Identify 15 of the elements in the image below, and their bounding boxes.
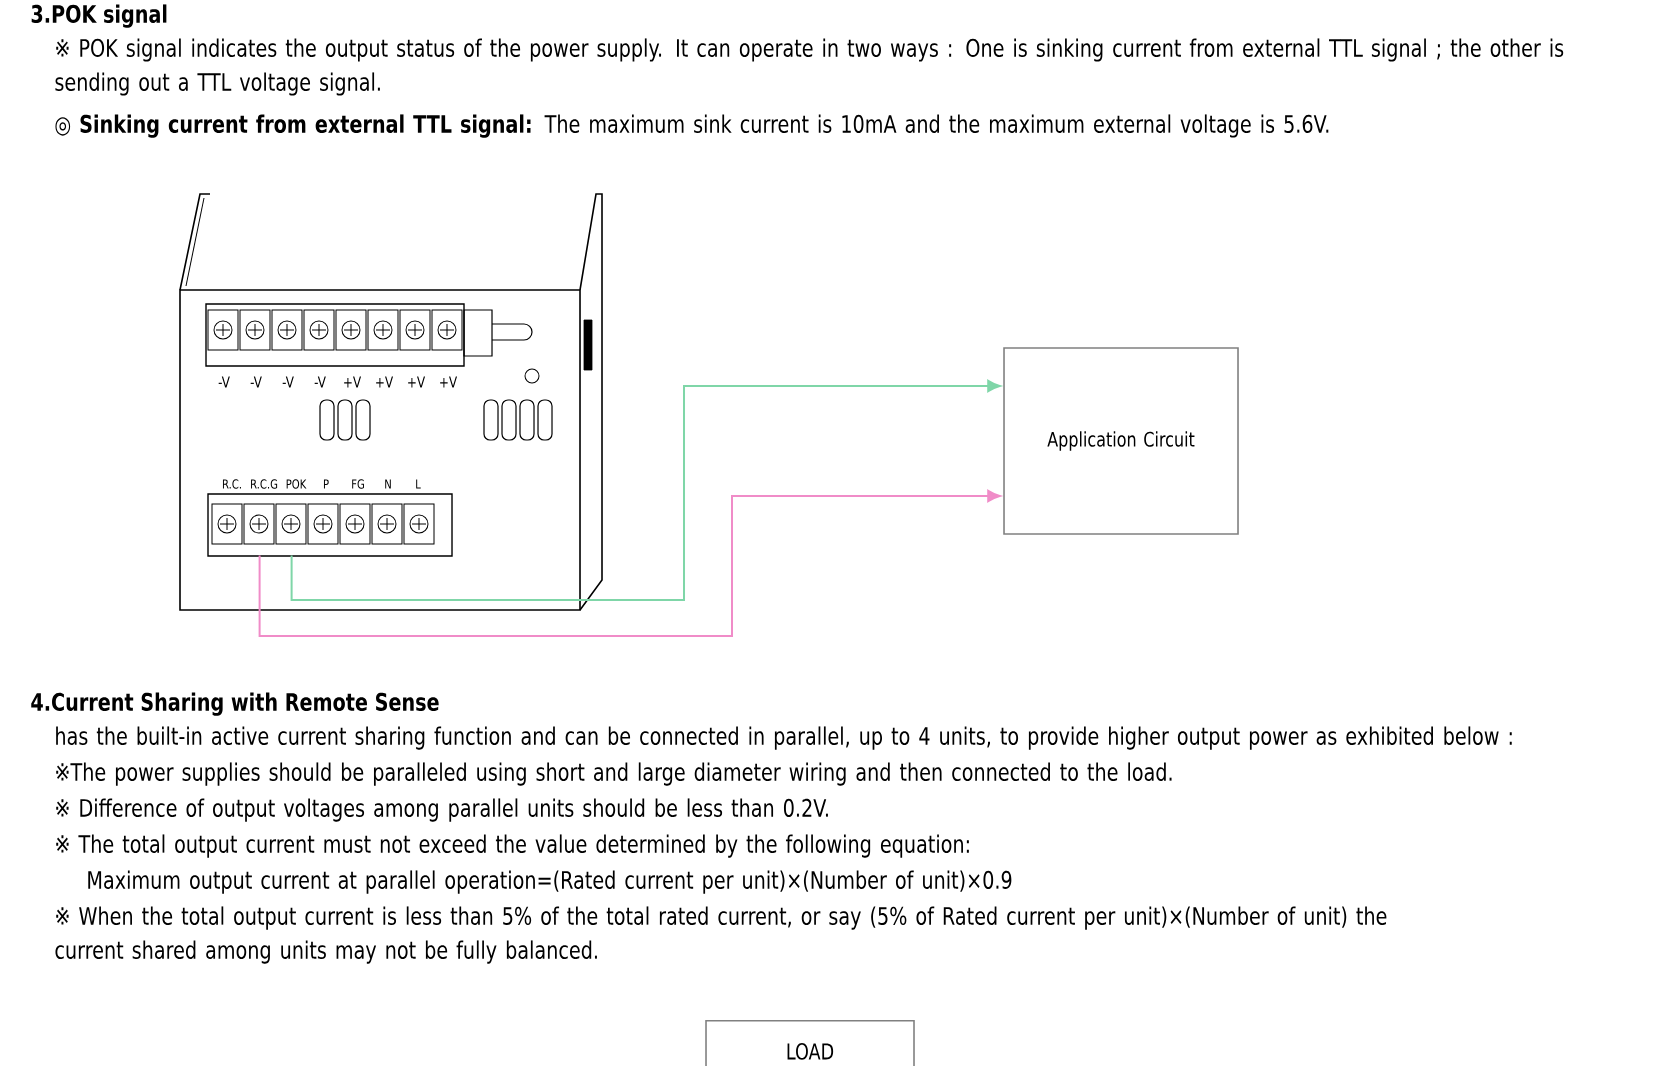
load-box: LOAD — [705, 1020, 915, 1066]
note-text: ※ The total output current must not exceed the value determined by the following equation: — [56, 834, 969, 858]
connector-arrow — [258, 489, 1001, 637]
body-text: has the built-in active current sharing function and can be connected in parallel, up to 4 units, to provide higher output power as exhibited below : — [56, 726, 1512, 750]
note-text: ※ POK signal indicates the output status of the power supply. It can operate in two ways : One is sinking current from external TTL signal ; the other is sending out a TTL voltage signal. — [55, 38, 1564, 96]
note-text: ※ Difference of output voltages among parallel units should be less than 0.2V. — [56, 798, 828, 822]
equation-text: Maximum output current at parallel operation=(Rated current per unit)×(Number of unit)×0.9 — [88, 870, 1012, 894]
section-heading: 3.POK signal — [31, 4, 167, 28]
note-text: ※The power supplies should be paralleled using short and large diameter wiring and then connected to the load. — [56, 762, 1172, 786]
circuit-box: Application Circuit — [1003, 347, 1239, 535]
section-heading: 4.Current Sharing with Remote Sense — [31, 692, 439, 716]
note-text: ※ When the total output current is less than 5% of the total rated current, or say (5% of Rated current per unit)×(Number of unit) the current shared among units may not be fully balanced. — [55, 906, 1387, 964]
note-text: ◎ Sinking current from external TTL signal: The maximum sink current is 10mA and the maximum external voltage is 5.6V. — [55, 114, 1329, 138]
power-supply-drawing — [179, 193, 603, 611]
connector-arrow — [290, 379, 1001, 601]
